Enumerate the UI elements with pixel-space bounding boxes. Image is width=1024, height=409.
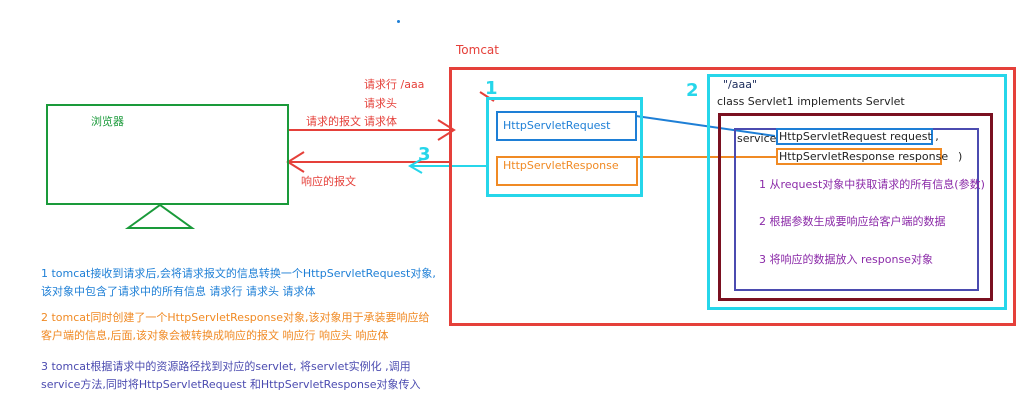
tomcat-label: Tomcat: [456, 43, 499, 57]
note-3-line-2: service方法,同时将HttpServletRequest 和HttpSer…: [41, 378, 421, 391]
request-message-label: 请求的报文: [306, 115, 361, 128]
browser-monitor: [46, 104, 289, 205]
tomcat-container: [449, 67, 1016, 326]
note-1-line-2: 该对象中包含了请求中的所有信息 请求行 请求头 请求体: [41, 285, 316, 298]
service-param2: HttpServletResponse response: [779, 150, 949, 163]
note-2-line-2: 客户端的信息,后面,该对象会被转换成响应的报文 响应行 响应头 响应体: [41, 329, 389, 342]
servlet-class-box: [718, 113, 993, 301]
servlet-path: "/aaa": [723, 78, 758, 91]
request-object-label: HttpServletRequest: [503, 119, 611, 132]
note-3-line-1: 3 tomcat根据请求中的资源路径找到对应的servlet, 将servlet…: [41, 360, 411, 373]
service-close-paren: ): [958, 150, 963, 163]
service-param2-box: [776, 148, 942, 165]
response-message-label: 响应的报文: [301, 175, 356, 188]
object-holder-box: [486, 97, 643, 197]
blue-dot: [397, 20, 400, 23]
service-param1-box: [776, 128, 933, 145]
step-number-1: 1: [485, 78, 498, 99]
servlet-container: [707, 74, 1007, 310]
request-line-label: 请求行 /aaa: [364, 78, 425, 91]
note-1-line-1: 1 tomcat接收到请求后,会将请求报文的信息转换一个HttpServletR…: [41, 267, 436, 280]
service-step-1: 1 从request对象中获取请求的所有信息(参数): [759, 178, 985, 191]
service-param1: HttpServletRequest request ,: [779, 130, 939, 143]
response-object-label: HttpServletResponse: [503, 159, 619, 172]
browser-label: 浏览器: [91, 115, 124, 128]
request-header-label: 请求头: [364, 97, 397, 110]
step-number-2: 2: [686, 80, 699, 101]
request-body-label: 请求体: [364, 115, 397, 128]
service-step-2: 2 根据参数生成要响应给客户端的数据: [759, 215, 946, 228]
service-method-label: service: [737, 132, 777, 145]
note-2-line-1: 2 tomcat同时创建了一个HttpServletResponse对象,该对象…: [41, 311, 430, 324]
service-step-3: 3 将响应的数据放入 response对象: [759, 253, 933, 266]
monitor-stand: [124, 203, 196, 229]
servlet-class-declaration: class Servlet1 implements Servlet: [717, 95, 905, 108]
step-number-3: 3: [418, 144, 431, 165]
response-object-box: [496, 156, 638, 186]
response-arrow-head: [286, 151, 305, 173]
request-object-box: [496, 111, 637, 141]
